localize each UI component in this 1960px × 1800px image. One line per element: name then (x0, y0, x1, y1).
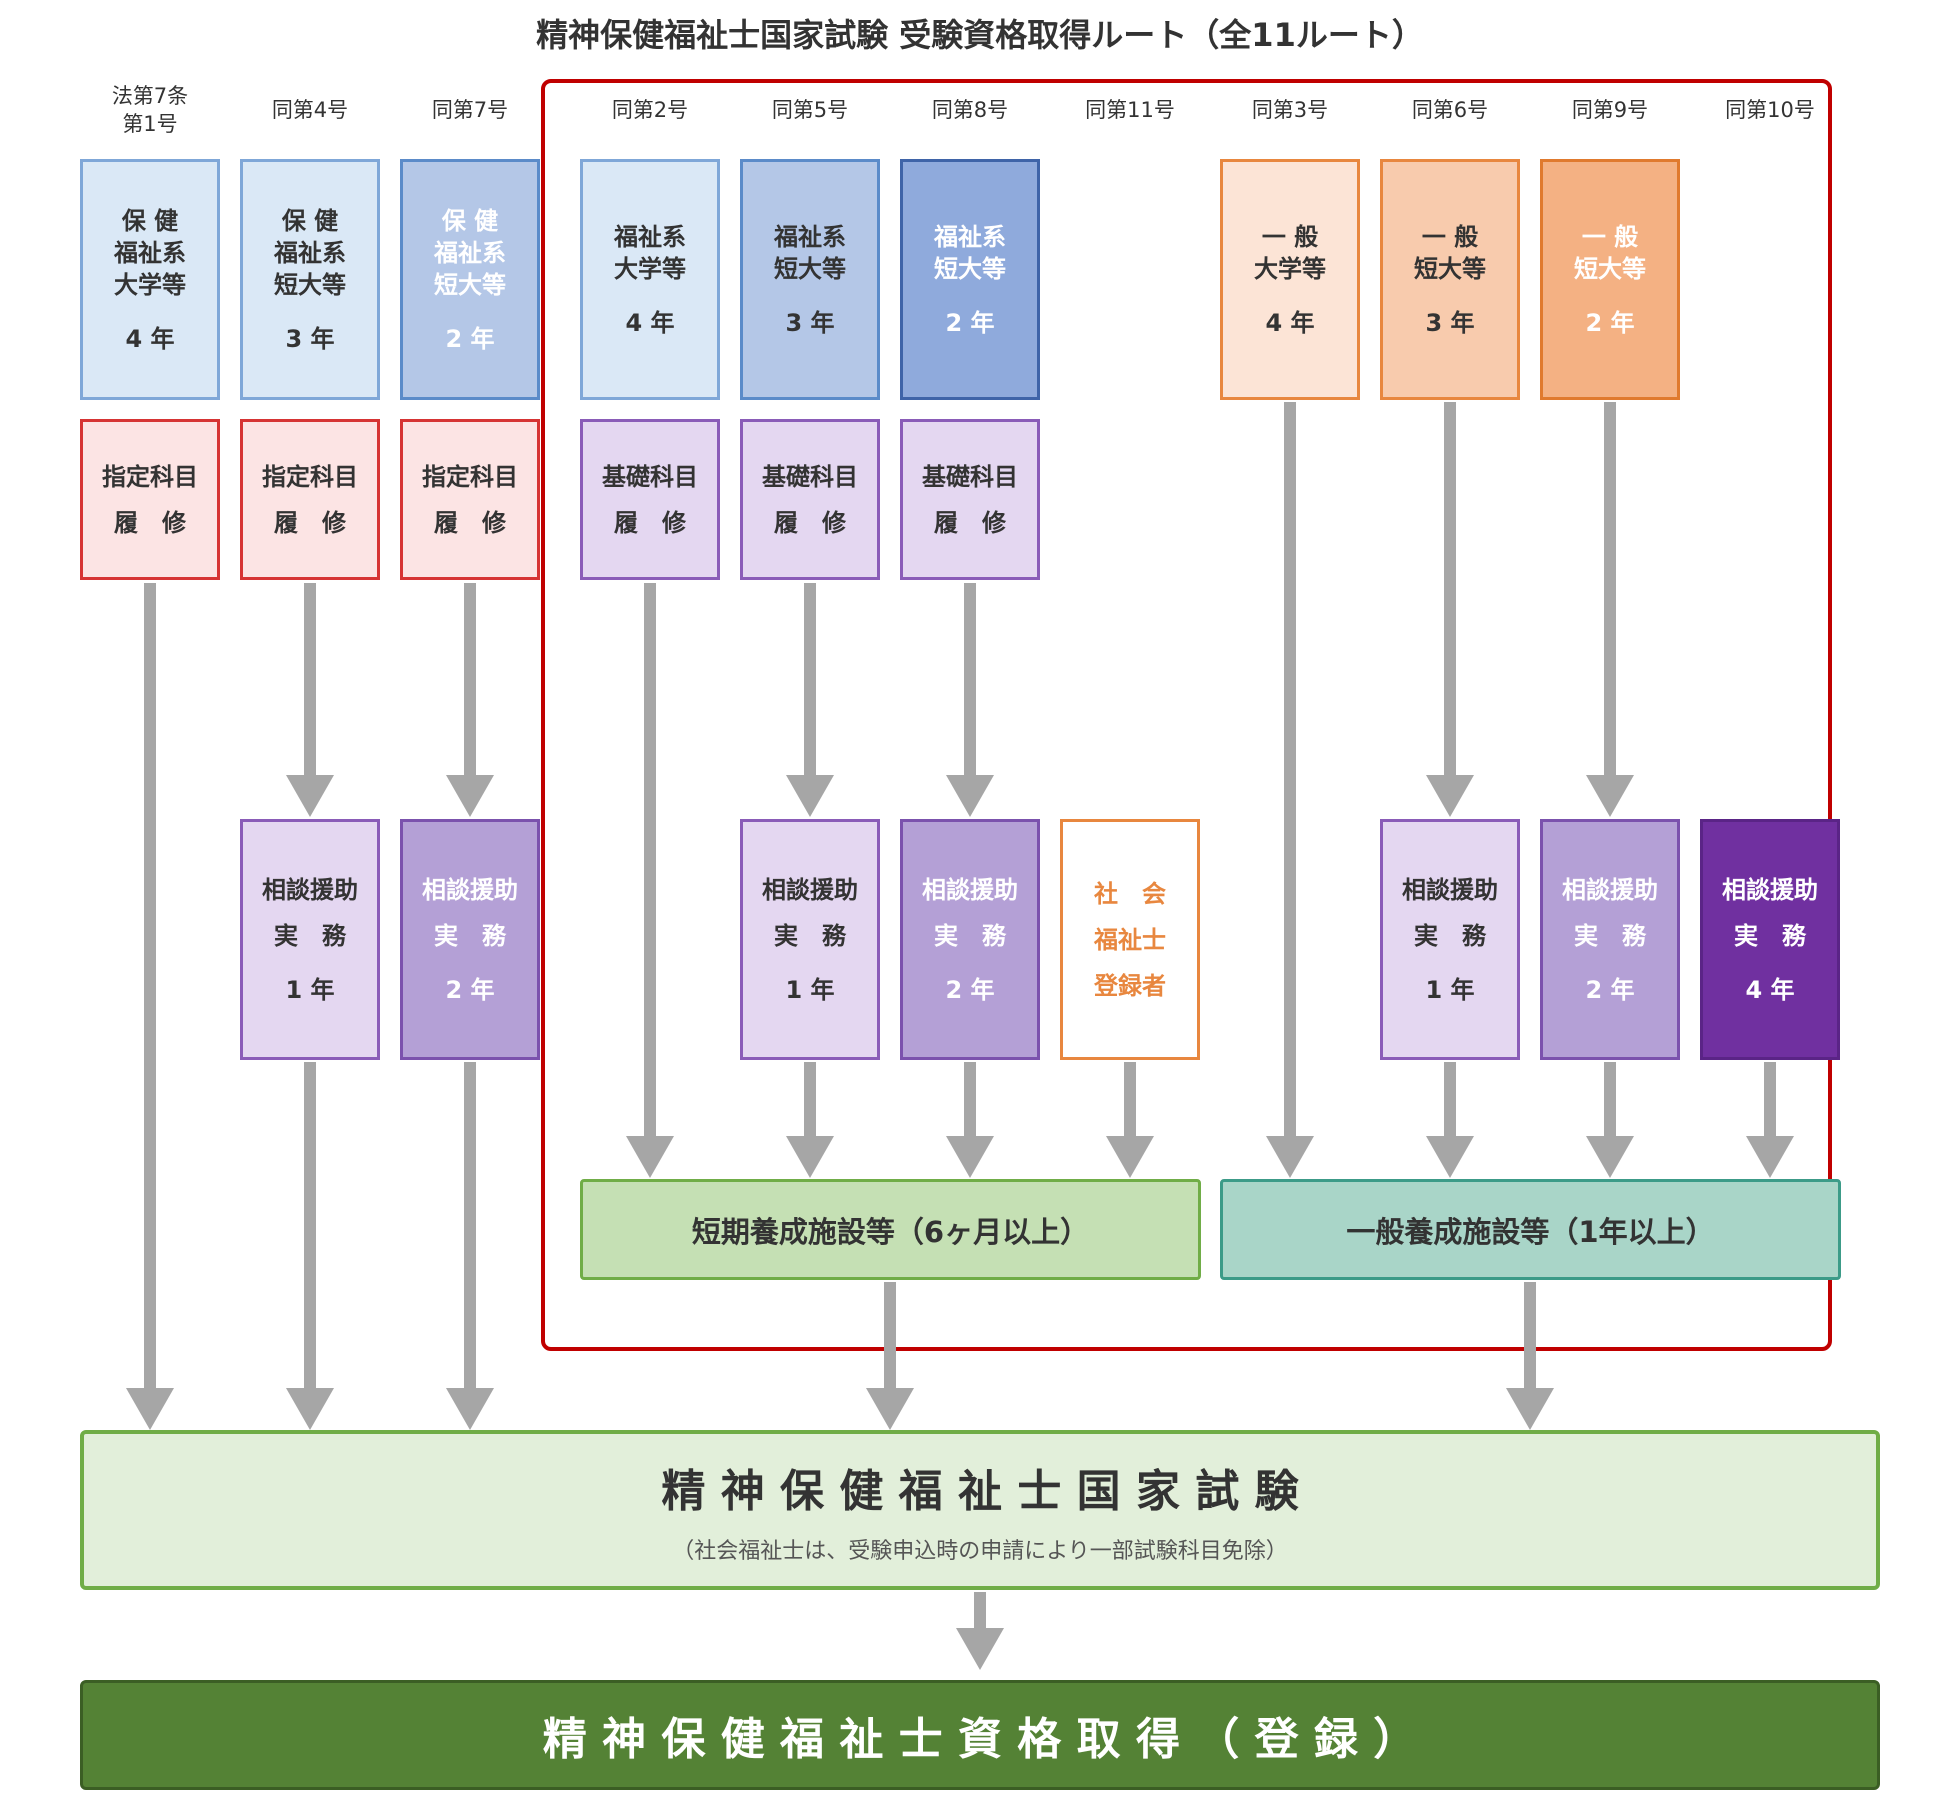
general-facility-box: 一般養成施設等（1年以上） (1220, 1179, 1841, 1280)
arrow-exam-to-qualification (956, 1592, 1004, 1670)
national-exam-box: 精 神 保 健 福 祉 士 国 家 試 験 （社会福祉士は、受験申込時の申請によ… (80, 1430, 1880, 1590)
arrow-c7-to-short (1106, 1062, 1154, 1178)
school-box-c1: 保 健福祉系大学等 4 年 (80, 159, 220, 400)
column-header-6: 同第8号 (931, 98, 1009, 122)
column-header-3: 同第7号 (431, 98, 509, 122)
column-header-2: 同第4号 (271, 98, 349, 122)
school-box-c6: 福祉系短大等 2 年 (900, 159, 1040, 400)
school-box-c4: 福祉系大学等 4 年 (580, 159, 720, 400)
arrow-general-to-exam (1506, 1282, 1554, 1430)
practice-box-c11: 相談援助実 務 4 年 (1700, 819, 1840, 1060)
practice-box-c10: 相談援助実 務 2 年 (1540, 819, 1680, 1060)
practice-box-c5: 相談援助実 務 1 年 (740, 819, 880, 1060)
course-box-c3: 指定科目履 修 (400, 419, 540, 580)
column-header-10: 同第9号 (1571, 98, 1649, 122)
course-box-c6: 基礎科目履 修 (900, 419, 1040, 580)
column-header-11: 同第10号 (1725, 98, 1815, 122)
qualification-box: 精 神 保 健 福 祉 士 資 格 取 得 （ 登 録 ） (80, 1680, 1880, 1790)
column-header-5: 同第5号 (771, 98, 849, 122)
arrow-c9-practice-to-general (1426, 1062, 1474, 1178)
column-header-7: 同第11号 (1085, 98, 1175, 122)
arrow-c5-practice-to-short (786, 1062, 834, 1178)
arrow-c11-practice-to-general (1746, 1062, 1794, 1178)
column-header-9: 同第6号 (1411, 98, 1489, 122)
arrow-c10-practice-to-general (1586, 1062, 1634, 1178)
arrow-c1-to-exam (126, 583, 174, 1430)
practice-box-c2: 相談援助実 務 1 年 (240, 819, 380, 1060)
school-box-c5: 福祉系短大等 3 年 (740, 159, 880, 400)
arrow-c5-to-practice (786, 583, 834, 817)
arrow-c6-practice-to-short (946, 1062, 994, 1178)
arrow-c4-to-short (626, 583, 674, 1178)
arrow-c9-to-practice (1426, 402, 1474, 817)
national-exam-title: 精 神 保 健 福 祉 士 国 家 試 験 (661, 1466, 1299, 1517)
course-box-c1: 指定科目履 修 (80, 419, 220, 580)
practice-box-c9: 相談援助実 務 1 年 (1380, 819, 1520, 1060)
school-box-c2: 保 健福祉系短大等 3 年 (240, 159, 380, 400)
arrow-c2-to-practice (286, 583, 334, 817)
national-exam-note: （社会福祉士は、受験申込時の申請により一部試験科目免除） (672, 1539, 1288, 1564)
practice-box-c3: 相談援助実 務 2 年 (400, 819, 540, 1060)
arrow-c3-to-practice (446, 583, 494, 817)
arrow-c3-practice-to-exam (446, 1062, 494, 1430)
arrow-c8-to-general (1266, 402, 1314, 1178)
column-header-8: 同第3号 (1251, 98, 1329, 122)
course-box-c2: 指定科目履 修 (240, 419, 380, 580)
column-header-4: 同第2号 (611, 98, 689, 122)
social-worker-box-c7: 社 会福祉士登録者 (1060, 819, 1200, 1060)
arrow-c6-to-practice (946, 583, 994, 817)
arrow-c10-to-practice (1586, 402, 1634, 817)
arrow-short-to-exam (866, 1282, 914, 1430)
school-box-c3: 保 健福祉系短大等 2 年 (400, 159, 540, 400)
column-header-1: 法第7条第1号 (111, 84, 189, 136)
short-term-facility-box: 短期養成施設等（6ヶ月以上） (580, 1179, 1201, 1280)
course-box-c5: 基礎科目履 修 (740, 419, 880, 580)
school-box-c8: 一 般大学等 4 年 (1220, 159, 1360, 400)
school-box-c10: 一 般短大等 2 年 (1540, 159, 1680, 400)
school-box-c9: 一 般短大等 3 年 (1380, 159, 1520, 400)
diagram-title: 精神保健福祉士国家試験 受験資格取得ルート（全11ルート） (536, 16, 1424, 54)
course-box-c4: 基礎科目履 修 (580, 419, 720, 580)
practice-box-c6: 相談援助実 務 2 年 (900, 819, 1040, 1060)
red-route-frame (541, 79, 1832, 1351)
arrow-c2-practice-to-exam (286, 1062, 334, 1430)
